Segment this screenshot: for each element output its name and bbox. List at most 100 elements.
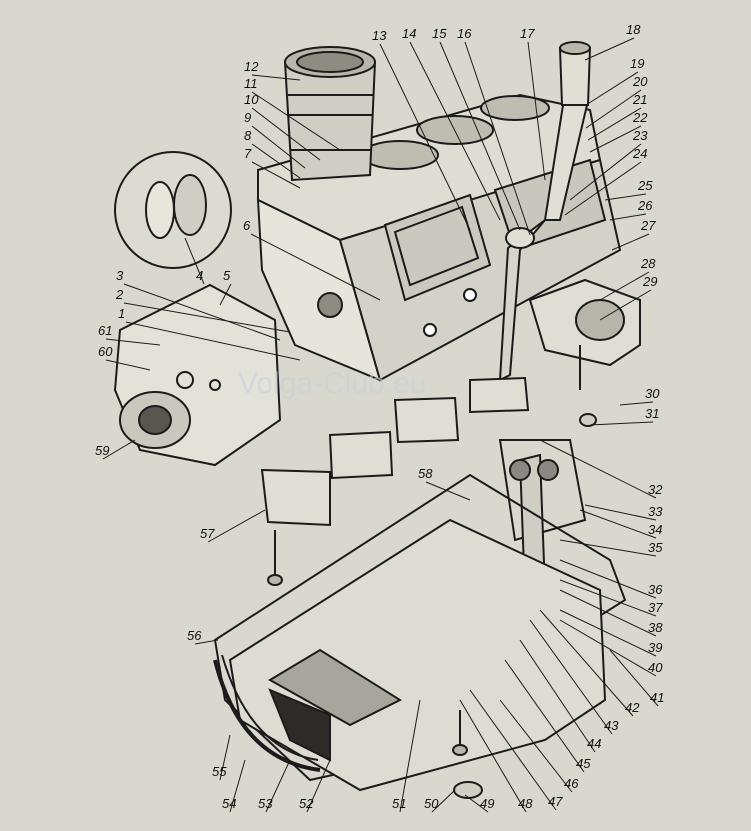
leader-line-21 [587,107,642,141]
leader-line-52 [306,759,331,813]
leader-line-12 [251,74,301,81]
leader-line-19 [585,71,639,106]
callout-23: 23 [632,128,648,143]
leader-line-51 [399,699,421,813]
leader-line-18 [584,37,635,61]
callout-2: 2 [115,287,124,302]
callout-35: 35 [648,540,663,555]
leader-line-2 [123,302,291,333]
leader-line-34 [579,509,657,539]
leader-line-22 [589,125,642,153]
main-bearing-caps [260,278,641,527]
callout-14: 14 [402,26,416,41]
leader-line-50 [431,789,456,813]
leader-line-54 [229,759,246,813]
callout-59: 59 [95,443,109,458]
callout-4: 4 [196,268,203,283]
callout-6: 6 [243,218,251,233]
callout-leaders [102,37,659,813]
callout-41: 41 [650,690,664,705]
leader-line-32 [539,439,657,499]
callout-7: 7 [244,146,252,161]
callout-9: 9 [244,110,251,125]
leader-line-10 [251,107,321,161]
callout-34: 34 [648,522,662,537]
leader-line-56 [194,639,219,645]
leader-line-39 [559,609,657,657]
callout-8: 8 [244,128,252,143]
leader-line-29 [599,289,652,321]
leader-line-14 [409,41,501,221]
callout-33: 33 [648,504,663,519]
leader-line-60 [105,359,151,371]
callout-25: 25 [637,178,653,193]
callout-47: 47 [548,794,563,809]
leader-line-38 [559,589,657,637]
leader-line-41 [609,649,659,707]
callout-54: 54 [222,796,236,811]
leader-line-58 [425,481,471,501]
callout-22: 22 [632,110,648,125]
callout-32: 32 [648,482,663,497]
leader-line-8 [251,143,301,179]
leader-line-37 [559,579,657,617]
callout-58: 58 [418,466,433,481]
callout-49: 49 [480,796,494,811]
leader-line-48 [459,699,527,813]
callout-37: 37 [648,600,663,615]
callout-17: 17 [520,26,535,41]
callout-50: 50 [424,796,439,811]
callout-52: 52 [299,796,314,811]
callout-5: 5 [223,268,231,283]
studs [267,345,597,799]
callout-48: 48 [518,796,533,811]
distributor-drive [498,41,592,382]
callout-39: 39 [648,640,662,655]
callout-51: 51 [392,796,406,811]
callout-45: 45 [576,756,591,771]
leader-line-9 [251,125,306,169]
leader-line-44 [519,639,596,753]
leader-line-6 [250,233,381,301]
leader-line-35 [559,539,657,557]
callout-28: 28 [640,256,656,271]
leader-line-53 [265,759,291,813]
leader-line-46 [499,699,573,793]
leader-line-31 [589,421,654,426]
leader-line-11 [251,91,341,151]
callout-40: 40 [648,660,663,675]
leader-line-1 [125,321,301,361]
callout-24: 24 [632,146,647,161]
callout-31: 31 [645,406,659,421]
callout-38: 38 [648,620,663,635]
leader-line-36 [559,559,657,599]
leader-line-27 [611,233,650,251]
cylinder-block [256,46,622,382]
callout-16: 16 [457,26,472,41]
leader-line-42 [539,609,634,717]
leader-line-25 [604,193,647,201]
callout-27: 27 [640,218,656,233]
leader-line-16 [464,41,531,236]
callout-61: 61 [98,323,112,338]
watermark: Volga-Club.eu [238,367,426,400]
callout-60: 60 [98,344,113,359]
callout-53: 53 [258,796,273,811]
leader-line-7 [251,161,301,189]
callout-15: 15 [432,26,447,41]
leader-line-3 [123,283,281,341]
leader-line-15 [439,41,521,231]
leader-line-55 [219,734,231,781]
oil-pan [213,473,627,792]
callout-57: 57 [200,526,215,541]
callout-10: 10 [244,92,259,107]
callout-44: 44 [587,736,601,751]
callout-1: 1 [118,306,125,321]
leader-line-30 [619,401,654,406]
leader-line-17 [527,41,546,181]
leader-line-33 [584,504,657,521]
callout-36: 36 [648,582,663,597]
callout-56: 56 [187,628,202,643]
